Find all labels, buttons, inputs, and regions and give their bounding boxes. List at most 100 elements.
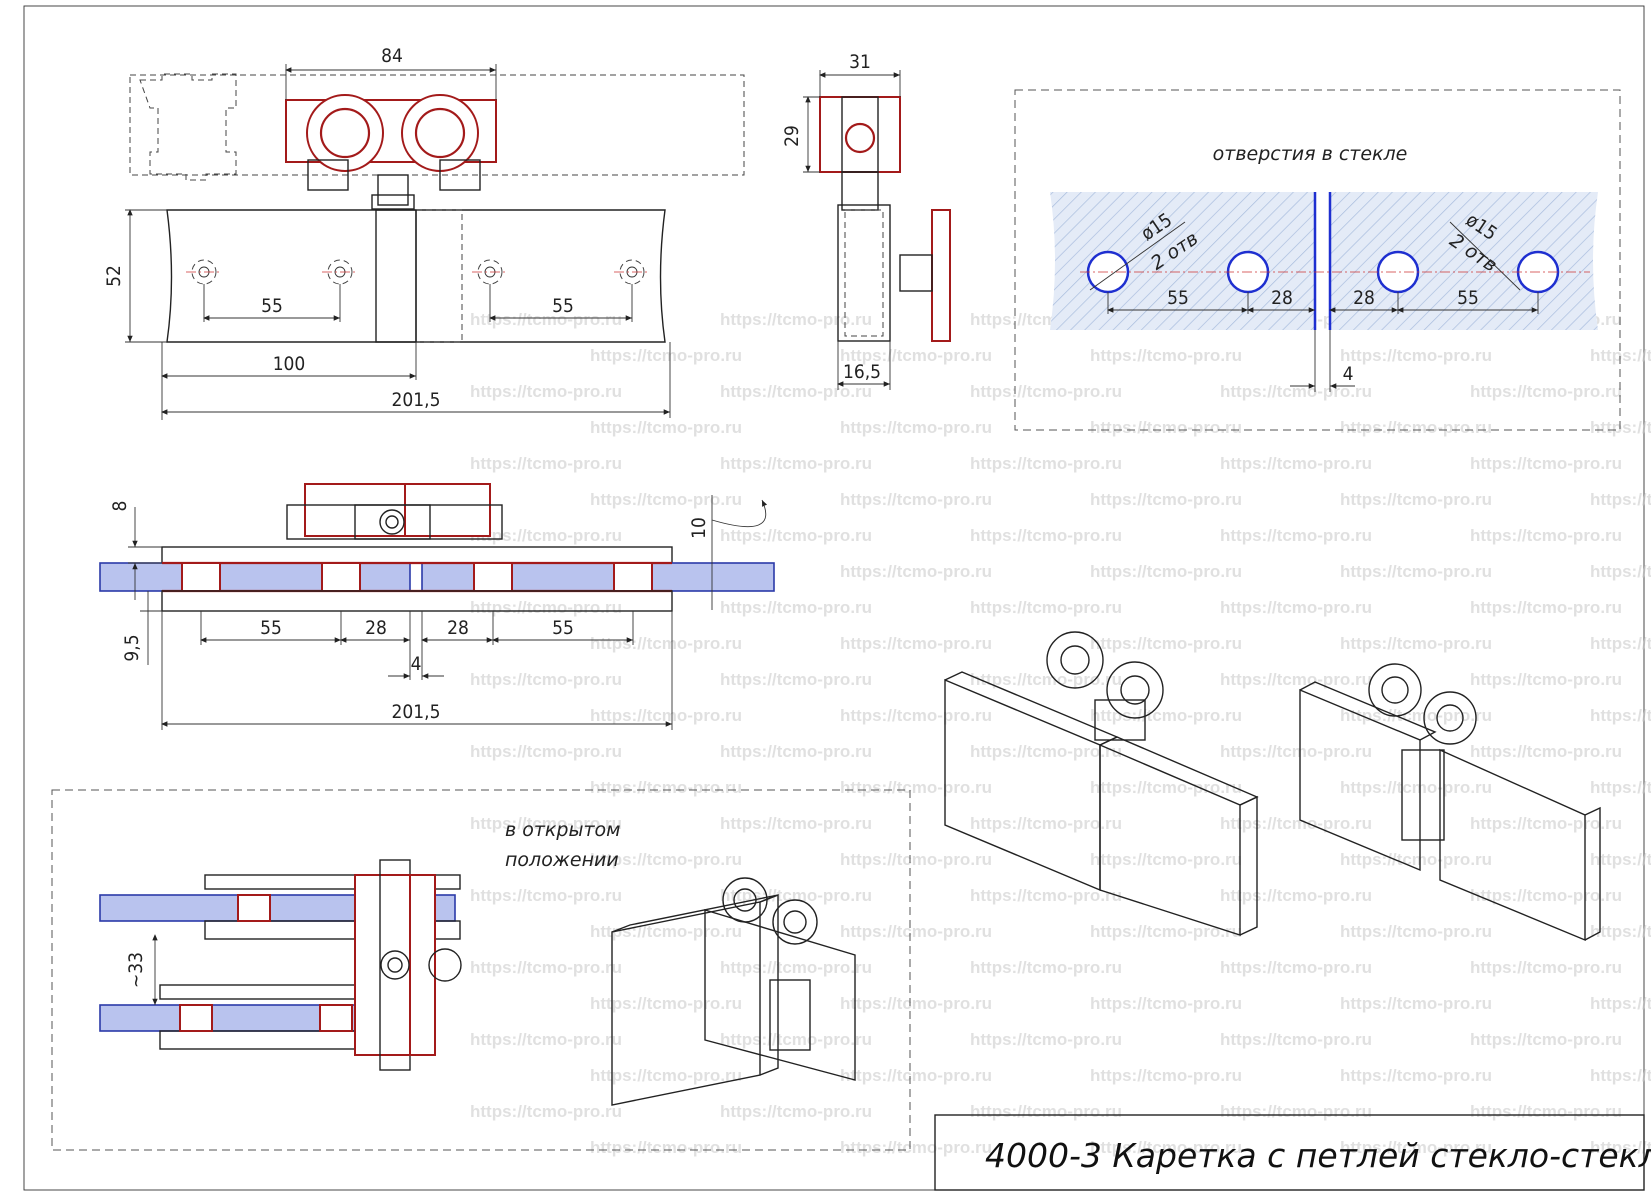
watermark-text: https://tcmo-pro.ru <box>720 382 872 401</box>
watermark-text: https://tcmo-pro.ru <box>970 382 1122 401</box>
watermark-text: https://tcmo-pro.ru <box>590 922 742 941</box>
watermark-text: https://tcmo-pro.ru <box>470 1102 622 1121</box>
watermark-text: https://tcmo-pro.ru <box>1220 526 1372 545</box>
watermark-text: https://tcmo-pro.ru <box>1090 418 1242 437</box>
watermark-text: https://tcmo-pro.ru <box>840 1138 992 1157</box>
watermark-text: https://tcmo-pro.ru <box>1590 634 1651 653</box>
watermark-text: https://tcmo-pro.ru <box>720 670 872 689</box>
watermark-text: https://tcmo-pro.ru <box>1340 850 1492 869</box>
watermark-text: https://tcmo-pro.ru <box>590 490 742 509</box>
watermark-text: https://tcmo-pro.ru <box>1340 1066 1492 1085</box>
watermark-text: https://tcmo-pro.ru <box>840 850 992 869</box>
section-carriage-right <box>404 483 491 537</box>
watermark-text: https://tcmo-pro.ru <box>1340 994 1492 1013</box>
watermark-text: https://tcmo-pro.ru <box>720 526 872 545</box>
watermark-text: https://tcmo-pro.ru <box>470 814 622 833</box>
watermark-text: https://tcmo-pro.ru <box>470 958 622 977</box>
title-block: 4000-3 Каретка с петлей стекло-стекло <box>934 1114 1651 1191</box>
watermark-text: https://tcmo-pro.ru <box>470 310 622 329</box>
watermark-text: https://tcmo-pro.ru <box>970 886 1122 905</box>
glass-dim-28-right: 28 <box>1353 287 1375 309</box>
open-label-line2: положении <box>505 849 619 871</box>
dim-201-5-top: 201,5 <box>392 389 441 411</box>
watermark-text: https://tcmo-pro.ru <box>1470 526 1622 545</box>
watermark-layer: https://tcmo-pro.ru https://tcmo-pro.ru ht… <box>470 310 1651 1157</box>
watermark-text: https://tcmo-pro.ru <box>1590 562 1651 581</box>
side-view: 31 29 16,5 <box>781 51 951 390</box>
watermark-text: https://tcmo-pro.ru <box>1470 1030 1622 1049</box>
watermark-text: https://tcmo-pro.ru <box>590 346 742 365</box>
sheet-border <box>23 5 1645 1191</box>
watermark-text: https://tcmo-pro.ru <box>590 850 742 869</box>
watermark-text: https://tcmo-pro.ru <box>720 1030 872 1049</box>
watermark-text: https://tcmo-pro.ru <box>1590 922 1651 941</box>
watermark-text: https://tcmo-pro.ru <box>1470 742 1622 761</box>
watermark-text: https://tcmo-pro.ru <box>1340 706 1492 725</box>
watermark-text: https://tcmo-pro.ru <box>590 706 742 725</box>
watermark-text: https://tcmo-pro.ru <box>840 1066 992 1085</box>
watermark-text: https://tcmo-pro.ru <box>1470 454 1622 473</box>
section-top-plate <box>161 546 673 564</box>
watermark-text: https://tcmo-pro.ru <box>970 670 1122 689</box>
watermark-text: https://tcmo-pro.ru <box>970 598 1122 617</box>
glass-right <box>1330 192 1598 330</box>
watermark-text: https://tcmo-pro.ru <box>1220 670 1372 689</box>
watermark-text: https://tcmo-pro.ru <box>470 454 622 473</box>
section-bottom-plate <box>161 590 673 612</box>
watermark-text: https://tcmo-pro.ru <box>1590 490 1651 509</box>
watermark-text: https://tcmo-pro.ru <box>720 310 872 329</box>
section-dim-55-right: 55 <box>552 617 574 639</box>
glass-holes-panel: отверстия в стекле ø15 2 отв ø15 2 отв 5… <box>1014 89 1621 431</box>
dim-55-right: 55 <box>552 295 574 317</box>
watermark-text: https://tcmo-pro.ru <box>1340 634 1492 653</box>
watermark-text: https://tcmo-pro.ru <box>840 994 992 1013</box>
watermark-text: https://tcmo-pro.ru <box>1470 958 1622 977</box>
dim-52: 52 <box>103 265 125 287</box>
iso-view-hinge <box>1299 663 1601 942</box>
watermark-text: https://tcmo-pro.ru <box>720 958 872 977</box>
dim-31: 31 <box>849 51 871 73</box>
watermark-text: https://tcmo-pro.ru <box>1340 346 1492 365</box>
watermark-text: https://tcmo-pro.ru <box>1090 850 1242 869</box>
watermark-text: https://tcmo-pro.ru <box>590 1138 742 1157</box>
watermark-text: https://tcmo-pro.ru <box>840 634 992 653</box>
section-view: 8 9,5 10 55 28 28 55 4 201,5 <box>99 483 775 730</box>
dim-100: 100 <box>273 353 306 375</box>
watermark-text: https://tcmo-pro.ru <box>840 778 992 797</box>
watermark-text: https://tcmo-pro.ru <box>590 1066 742 1085</box>
watermark-text: https://tcmo-pro.ru <box>1090 562 1242 581</box>
watermark-text: https://tcmo-pro.ru <box>720 814 872 833</box>
glass-dim-28-left: 28 <box>1271 287 1293 309</box>
watermark-text: https://tcmo-pro.ru <box>1470 382 1622 401</box>
rail-profile <box>139 73 237 181</box>
watermark-text: https://tcmo-pro.ru <box>1340 922 1492 941</box>
plate-holes <box>186 259 650 285</box>
watermark-text: https://tcmo-pro.ru <box>970 526 1122 545</box>
watermark-text: https://tcmo-pro.ru <box>970 814 1122 833</box>
watermark-text: https://tcmo-pro.ru <box>470 886 622 905</box>
watermark-text: https://tcmo-pro.ru <box>1470 598 1622 617</box>
watermark-text: https://tcmo-pro.ru <box>840 562 992 581</box>
watermark-text: https://tcmo-pro.ru <box>1340 778 1492 797</box>
dim-open-33: ~33 <box>125 952 147 988</box>
watermark-text: https://tcmo-pro.ru <box>1470 814 1622 833</box>
section-glass-left <box>99 562 411 592</box>
dim-16-5: 16,5 <box>843 361 881 383</box>
glass-dim-gap: 4 <box>1343 363 1354 385</box>
dim-201-5-section: 201,5 <box>392 701 441 723</box>
iso-view-closed <box>944 631 1259 936</box>
watermark-text: https://tcmo-pro.ru <box>590 418 742 437</box>
side-roller <box>819 96 901 173</box>
watermark-text: https://tcmo-pro.ru <box>1090 706 1242 725</box>
watermark-text: https://tcmo-pro.ru <box>1590 706 1651 725</box>
watermark-text: https://tcmo-pro.ru <box>1340 418 1492 437</box>
section-dim-28-left: 28 <box>365 617 387 639</box>
watermark-text: https://tcmo-pro.ru <box>1090 1066 1242 1085</box>
glass-dim-55-right: 55 <box>1457 287 1479 309</box>
watermark-text: https://tcmo-pro.ru <box>970 454 1122 473</box>
watermark-text: https://tcmo-pro.ru <box>720 454 872 473</box>
open-position-frame <box>51 789 911 1151</box>
watermark-text: https://tcmo-pro.ru <box>1340 490 1492 509</box>
watermark-text: https://tcmo-pro.ru <box>1590 346 1651 365</box>
